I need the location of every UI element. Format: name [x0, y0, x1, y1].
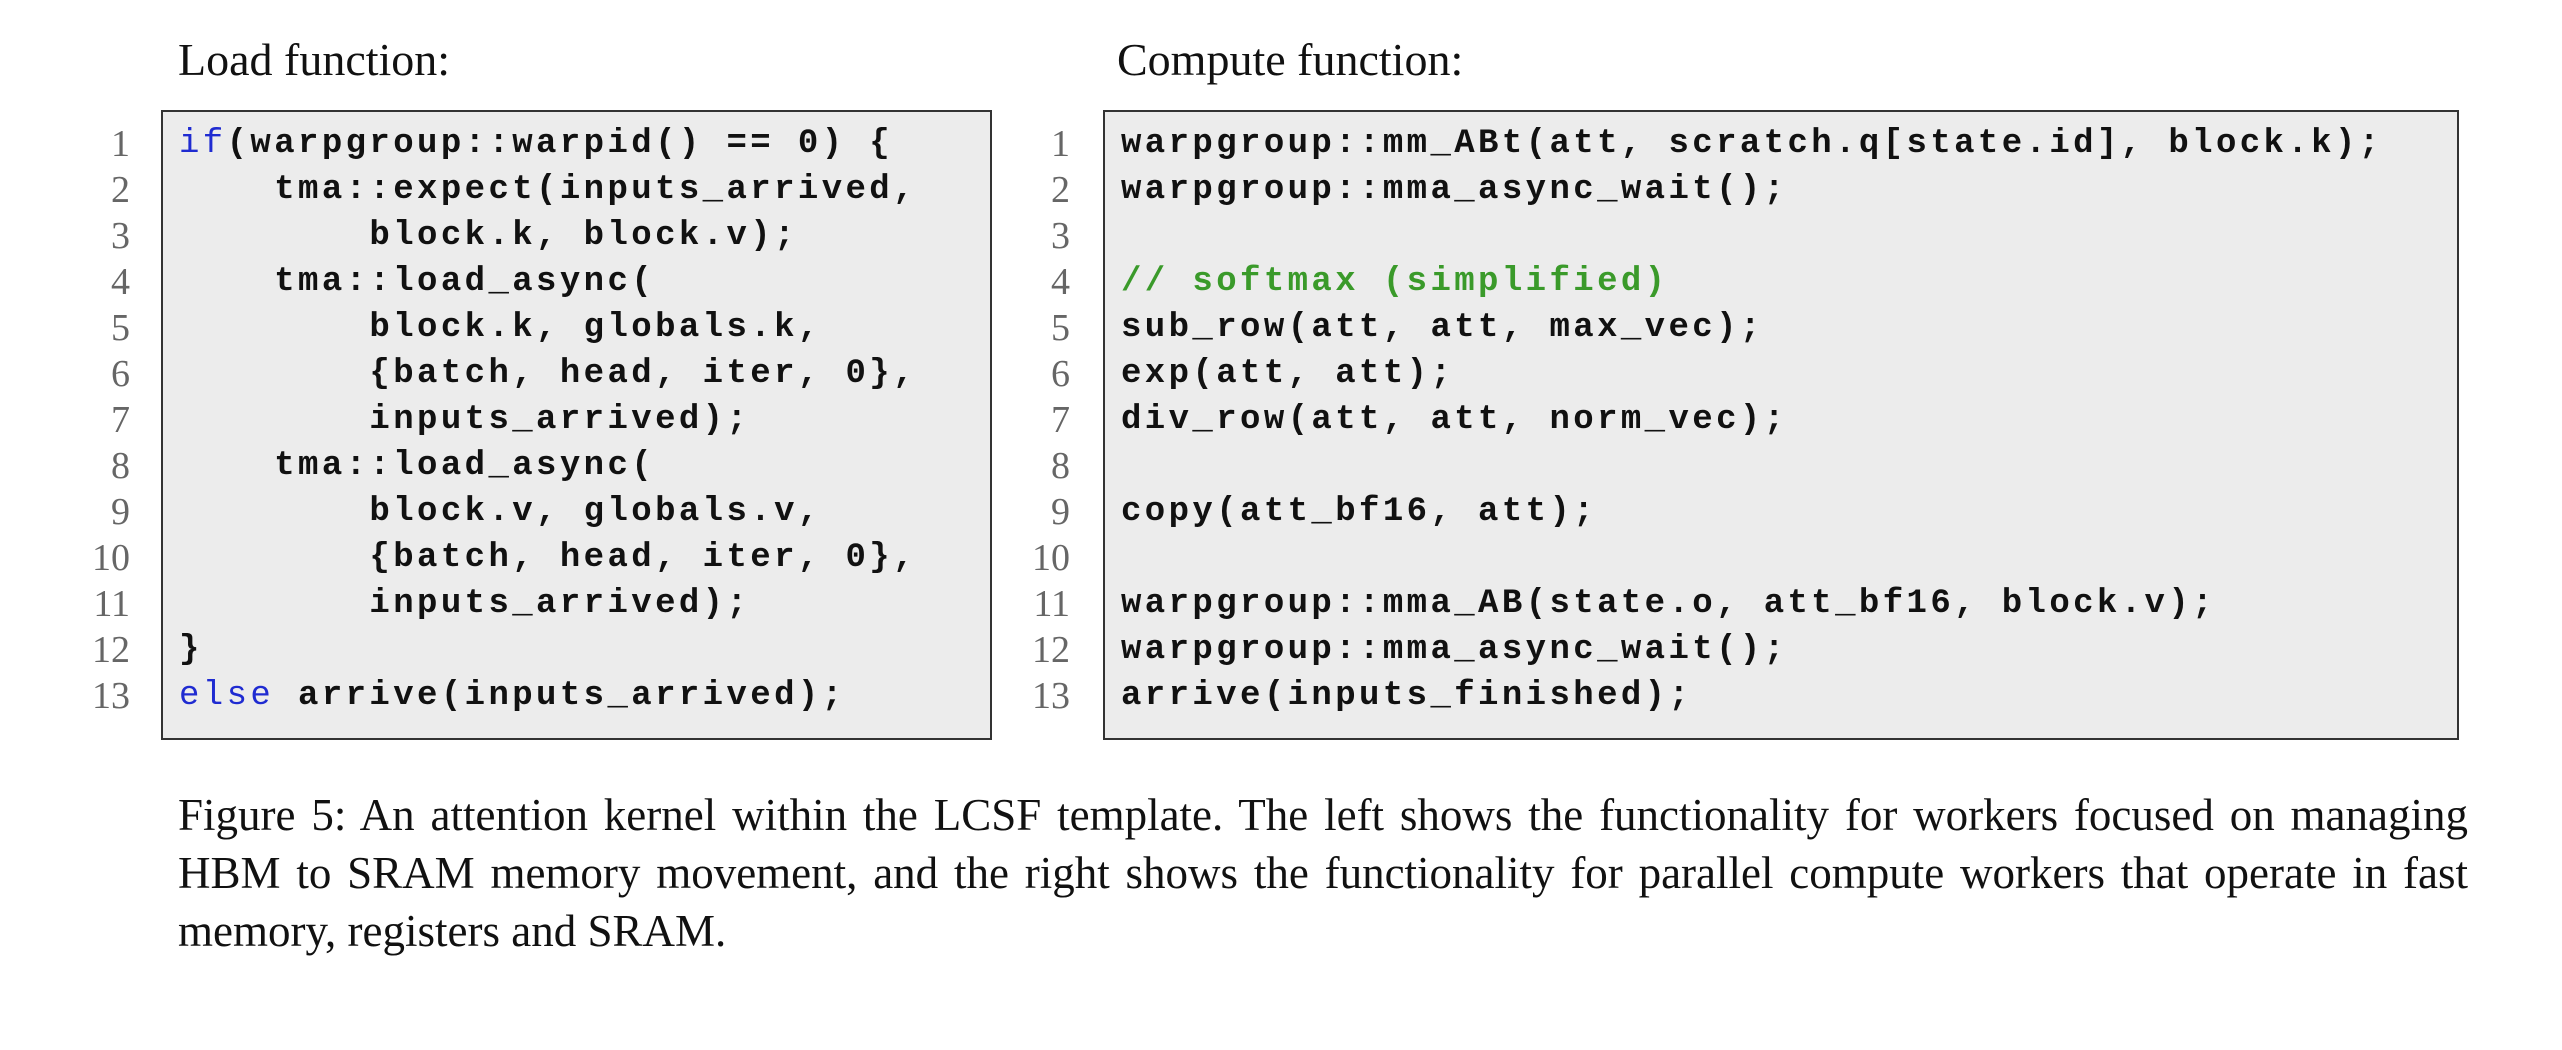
load-function-code-block: if(warpgroup::warpid() == 0) { tma::expe…	[161, 110, 992, 740]
compute-function-code-block: warpgroup::mm_ABt(att, scratch.q[state.i…	[1103, 110, 2459, 740]
code-line: if(warpgroup::warpid() == 0) {	[179, 121, 990, 167]
compute-function-title: Compute function:	[1117, 34, 1464, 85]
code-text: {batch, head, iter, 0},	[179, 355, 917, 393]
code-line: block.v, globals.v,	[179, 489, 990, 535]
line-number: 8	[1051, 445, 1070, 487]
code-text: copy(att_bf16, att);	[1121, 493, 1598, 531]
code-text: tma::expect(inputs_arrived,	[179, 171, 917, 209]
line-number: 11	[93, 583, 130, 625]
line-number: 7	[111, 399, 130, 441]
line-number: 6	[1051, 353, 1070, 395]
line-number: 1	[111, 123, 130, 165]
code-line: warpgroup::mm_ABt(att, scratch.q[state.i…	[1121, 121, 2457, 167]
code-line: tma::load_async(	[179, 443, 990, 489]
line-number: 5	[111, 307, 130, 349]
line-number: 11	[1033, 583, 1070, 625]
line-number: 10	[92, 537, 130, 579]
code-line: warpgroup::mma_AB(state.o, att_bf16, blo…	[1121, 581, 2457, 627]
code-line	[1121, 535, 2457, 581]
code-text: sub_row(att, att, max_vec);	[1121, 309, 1764, 347]
code-text: arrive(inputs_finished);	[1121, 677, 1693, 715]
code-line: warpgroup::mma_async_wait();	[1121, 167, 2457, 213]
code-line: block.k, globals.k,	[179, 305, 990, 351]
code-text: block.v, globals.v,	[179, 493, 822, 531]
code-text: {batch, head, iter, 0},	[179, 539, 917, 577]
line-number: 4	[1051, 261, 1070, 303]
code-text: div_row(att, att, norm_vec);	[1121, 401, 1788, 439]
line-number: 8	[111, 445, 130, 487]
code-text: block.k, globals.k,	[179, 309, 822, 347]
code-line: {batch, head, iter, 0},	[179, 351, 990, 397]
line-number: 12	[1032, 629, 1070, 671]
code-text: (warpgroup::warpid() == 0) {	[226, 125, 894, 163]
code-line: block.k, block.v);	[179, 213, 990, 259]
code-line: exp(att, att);	[1121, 351, 2457, 397]
code-line: else arrive(inputs_arrived);	[179, 673, 990, 719]
figure-caption: Figure 5: An attention kernel within the…	[178, 790, 2468, 956]
code-line: arrive(inputs_finished);	[1121, 673, 2457, 719]
code-comment: // softmax (simplified)	[1121, 263, 1669, 301]
compute-line-numbers: 1 2 3 4 5 6 7 8 9 10 11 12 13	[940, 121, 1070, 719]
code-keyword: else	[179, 677, 275, 715]
line-number: 10	[1032, 537, 1070, 579]
code-text: tma::load_async(	[179, 447, 656, 485]
code-keyword: if	[179, 125, 227, 163]
line-number: 13	[1032, 675, 1070, 717]
line-number: 3	[111, 215, 130, 257]
code-line	[1121, 443, 2457, 489]
code-text: inputs_arrived);	[179, 401, 751, 439]
line-number: 9	[111, 491, 130, 533]
line-number: 1	[1051, 123, 1070, 165]
code-line: tma::expect(inputs_arrived,	[179, 167, 990, 213]
code-line: warpgroup::mma_async_wait();	[1121, 627, 2457, 673]
code-line	[1121, 213, 2457, 259]
code-text: warpgroup::mma_AB(state.o, att_bf16, blo…	[1121, 585, 2216, 623]
code-line: // softmax (simplified)	[1121, 259, 2457, 305]
line-number: 6	[111, 353, 130, 395]
line-number: 13	[92, 675, 130, 717]
line-number: 5	[1051, 307, 1070, 349]
line-number: 4	[111, 261, 130, 303]
code-text: warpgroup::mma_async_wait();	[1121, 631, 1788, 669]
code-line: {batch, head, iter, 0},	[179, 535, 990, 581]
line-number: 12	[92, 629, 130, 671]
load-function-title: Load function:	[178, 34, 451, 85]
code-text: block.k, block.v);	[179, 217, 798, 255]
line-number: 3	[1051, 215, 1070, 257]
load-line-numbers: 1 2 3 4 5 6 7 8 9 10 11 12 13	[0, 121, 130, 719]
code-line: }	[179, 627, 990, 673]
line-number: 9	[1051, 491, 1070, 533]
code-line: inputs_arrived);	[179, 397, 990, 443]
code-text: exp(att, att);	[1121, 355, 1455, 393]
code-text: warpgroup::mma_async_wait();	[1121, 171, 1788, 209]
code-line: copy(att_bf16, att);	[1121, 489, 2457, 535]
code-text: arrive(inputs_arrived);	[274, 677, 846, 715]
code-line: div_row(att, att, norm_vec);	[1121, 397, 2457, 443]
code-line: tma::load_async(	[179, 259, 990, 305]
code-line: inputs_arrived);	[179, 581, 990, 627]
code-line: sub_row(att, att, max_vec);	[1121, 305, 2457, 351]
code-text: tma::load_async(	[179, 263, 656, 301]
code-text: warpgroup::mm_ABt(att, scratch.q[state.i…	[1121, 125, 2383, 163]
line-number: 7	[1051, 399, 1070, 441]
code-text: }	[179, 631, 203, 669]
line-number: 2	[111, 169, 130, 211]
line-number: 2	[1051, 169, 1070, 211]
code-text: inputs_arrived);	[179, 585, 751, 623]
